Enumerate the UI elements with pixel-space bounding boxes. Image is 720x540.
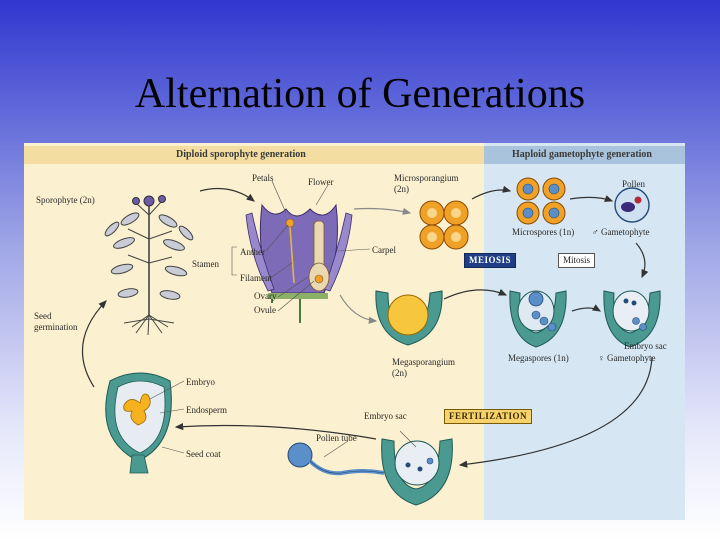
- arrow-megaspores-to-gametophyte: [571, 304, 602, 312]
- pollen-grain-illustration: [614, 187, 650, 223]
- label-seed-germination-line1: Seed: [34, 311, 52, 321]
- label-seed-germination-line2: germination: [34, 322, 78, 332]
- label-megasporangium-ploidy: (2n): [392, 368, 407, 378]
- label-microspores: Microspores (1n): [512, 227, 575, 237]
- arrow-sporophyte-to-flower: [199, 188, 255, 202]
- label-embryo: Embryo: [186, 377, 215, 387]
- label-male-gametophyte: ♂ Gametophyte: [592, 227, 650, 237]
- label-pollen: Pollen: [622, 179, 646, 189]
- label-petals: Petals: [252, 173, 274, 183]
- arrow-flower-to-microsporangium: [353, 207, 412, 215]
- label-microsporangium: Microsporangium: [394, 173, 459, 183]
- diploid-generation-header: Diploid sporophyte generation: [176, 149, 306, 160]
- label-female-gametophyte: ♀ Gametophyte: [598, 353, 656, 363]
- haploid-generation-header: Haploid gametophyte generation: [512, 149, 652, 160]
- label-flower: Flower: [308, 177, 334, 187]
- life-cycle-diagram: [24, 143, 685, 520]
- label-embryo-sac-right: Embryo sac: [624, 341, 667, 351]
- meiosis-box: MEIOSIS: [464, 253, 517, 268]
- label-megaspores: Megaspores (1n): [508, 353, 569, 363]
- sporophyte-plant: [104, 195, 194, 336]
- label-endosperm: Endosperm: [186, 405, 227, 415]
- haploid-panel: [484, 143, 685, 520]
- arrow-seed-to-sporophyte: [81, 300, 107, 388]
- arrow-flower-to-megasporangium: [339, 294, 378, 324]
- label-sporophyte: Sporophyte (2n): [36, 195, 95, 205]
- fertilization-illustration: [287, 438, 453, 506]
- mitosis-box: Mitosis: [558, 253, 596, 268]
- label-seed-coat: Seed coat: [186, 449, 221, 459]
- arrow-gametophyte-to-fertilization: [458, 356, 653, 468]
- arrow-microsporangium-to-microspores: [471, 185, 512, 200]
- arrow-fertilization-to-seed: [174, 422, 377, 440]
- label-carpel: Carpel: [372, 245, 396, 255]
- slide-title: Alternation of Generations: [134, 71, 586, 117]
- label-stamen: Stamen: [192, 259, 219, 269]
- label-ovule: Ovule: [254, 305, 276, 315]
- microspores-illustration: [516, 177, 566, 225]
- diploid-header-bar: [24, 146, 484, 164]
- label-anther: Anther: [240, 247, 265, 257]
- seed-illustration: [105, 372, 172, 474]
- label-megasporangium: Megasporangium: [392, 357, 455, 367]
- label-embryo-sac-bottom: Embryo sac: [364, 411, 407, 421]
- microsporangium-illustration: [419, 200, 469, 250]
- arrow-pollen-to-gametophyte: [635, 242, 649, 279]
- label-ovary: Ovary: [254, 291, 277, 301]
- megasporangium-illustration: [375, 290, 443, 346]
- haploid-header-bar: [484, 146, 685, 164]
- arrow-megasporangium-to-megaspores: [443, 288, 508, 300]
- fertilization-box: FERTILIZATION: [444, 409, 533, 424]
- flower-illustration: [245, 203, 353, 323]
- label-microsporangium-ploidy: (2n): [394, 184, 409, 194]
- life-cycle-figure: Diploid sporophyte generation Haploid ga…: [24, 143, 685, 520]
- arrow-microspores-to-pollen: [569, 195, 614, 202]
- female-gametophyte-illustration: [603, 290, 661, 348]
- megaspores-illustration: [509, 290, 567, 348]
- label-filament: Filament: [240, 273, 272, 283]
- label-pollen-tube: Pollen tube: [316, 433, 357, 443]
